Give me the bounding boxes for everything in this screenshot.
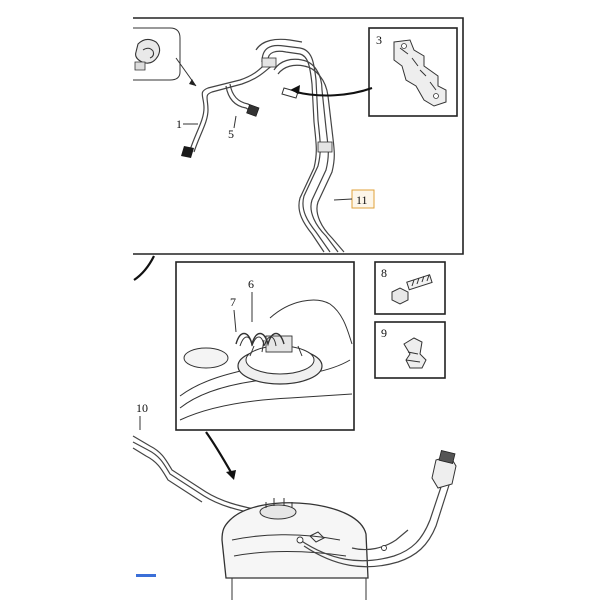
fuel-pipe-part-5	[225, 83, 260, 117]
label-part-11: 11	[356, 193, 368, 207]
label-part-9: 9	[381, 326, 387, 340]
scroll-indicator	[136, 574, 156, 577]
label-part-10: 10	[136, 401, 148, 415]
label-part-1: 1	[176, 117, 182, 131]
label-part-5: 5	[228, 127, 234, 141]
label-part-8: 8	[381, 266, 387, 280]
part-3-inset	[368, 27, 458, 117]
label-part-7: 7	[230, 295, 236, 309]
pump-detail-panel: 6 7	[175, 261, 355, 431]
fuel-tank-assembly: 10	[132, 401, 457, 600]
part-8-inset: 8	[374, 261, 446, 315]
fuel-pipe-bundle	[255, 38, 345, 253]
leader-curve	[205, 431, 233, 475]
leader-curve	[133, 255, 155, 281]
part-9-inset: 9	[374, 321, 446, 379]
fuel-lines-panel: 1 5 3 11	[133, 17, 464, 255]
label-part-6: 6	[248, 277, 254, 291]
leader-curve	[295, 87, 373, 97]
clip-detail	[133, 27, 181, 81]
pump-detail-frame	[175, 261, 355, 431]
fuel-pipe-part-1	[181, 59, 275, 158]
label-part-3: 3	[376, 33, 382, 47]
